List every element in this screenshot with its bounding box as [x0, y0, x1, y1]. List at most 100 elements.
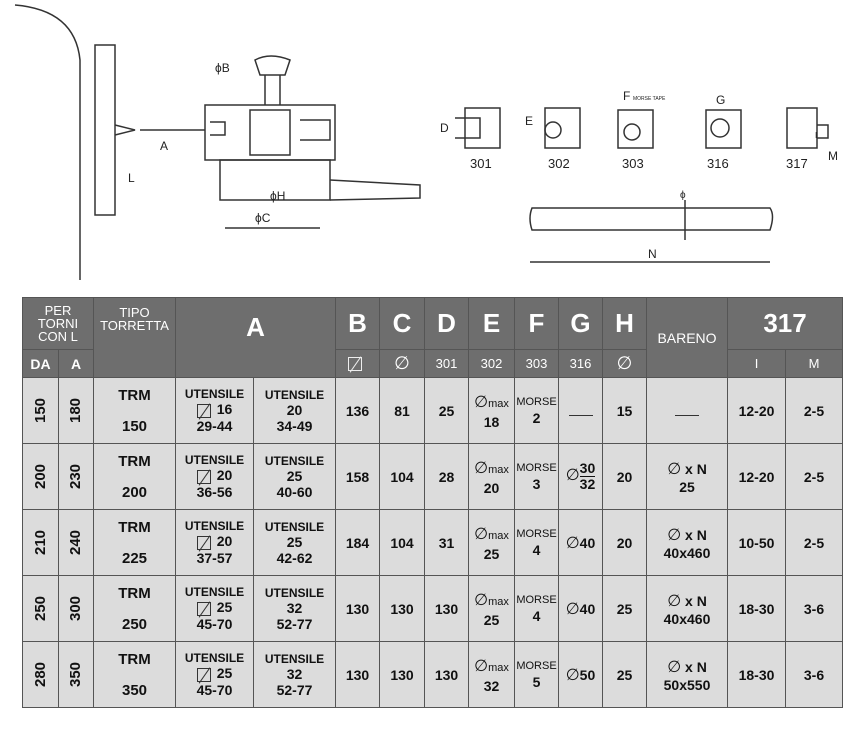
tool-301: 301 [470, 156, 492, 171]
header-i: I [727, 349, 786, 378]
h-value: 25 [602, 641, 647, 708]
b-value: 130 [335, 575, 380, 642]
header-tipo-torretta: TIPO TORRETTA [93, 297, 176, 378]
header-a: A [246, 312, 265, 342]
tool-302: 302 [548, 156, 570, 171]
a1-value: 20 [216, 467, 233, 484]
d-value: 28 [424, 443, 469, 510]
bareno-label: x N [685, 592, 707, 609]
g-cell: 40 [558, 575, 603, 642]
label-h: ϕH [270, 189, 285, 203]
diameter-icon [667, 659, 681, 675]
a2-label: UTENSILE [264, 387, 325, 402]
diameter-icon [474, 662, 488, 674]
bareno-label: x N [685, 460, 707, 477]
header-m: M [784, 349, 844, 378]
i-value: 12-20 [727, 377, 786, 444]
header-bareno: BARENO [646, 297, 728, 378]
bareno-size: 25 [679, 478, 695, 495]
d-value: 130 [424, 641, 469, 708]
d-value: 25 [424, 377, 469, 444]
label-c: ϕC [255, 211, 271, 225]
diameter-icon [566, 467, 580, 483]
label-a: A [160, 139, 168, 153]
tipo-model: TRM [118, 650, 151, 668]
a1-value: 25 [216, 599, 233, 616]
label-d: D [440, 121, 449, 135]
d-value: 130 [424, 575, 469, 642]
a1-label: UTENSILE [184, 519, 245, 534]
i-value: 10-50 [727, 509, 786, 576]
bareno-label: x N [685, 658, 707, 675]
dash [675, 414, 699, 416]
header-c: C [392, 308, 412, 338]
h-value: 15 [602, 377, 647, 444]
f-value: 4 [532, 541, 541, 558]
e-label: max [488, 595, 509, 608]
a2-value: 32 [286, 599, 303, 616]
boring-bar [529, 207, 774, 231]
c-value: 104 [379, 443, 425, 510]
m-value: 2-5 [784, 509, 844, 576]
d-value: 31 [424, 509, 469, 576]
diameter-icon [566, 535, 580, 551]
tool-303: 303 [622, 156, 644, 171]
da-value: 150 [32, 397, 49, 424]
h-value: 20 [602, 509, 647, 576]
a2-value: 20 [286, 401, 303, 418]
a-value: 300 [67, 595, 85, 622]
a1-label: UTENSILE [184, 585, 245, 600]
header-303: 303 [514, 349, 559, 378]
m-value: 2-5 [784, 443, 844, 510]
a2-range: 42-62 [276, 549, 313, 566]
f-label: MORSE [516, 395, 557, 408]
a1-label: UTENSILE [184, 387, 245, 402]
square-diameter-icon [196, 601, 211, 616]
e-value: 25 [483, 545, 500, 562]
i-value: 18-30 [727, 641, 786, 708]
da-value: 250 [32, 595, 49, 622]
diameter-icon [474, 398, 488, 410]
da-value: 210 [32, 529, 49, 556]
label-l: L [128, 171, 135, 185]
tipo-model: TRM [118, 584, 151, 602]
square-diameter-icon [196, 535, 211, 550]
header-a-small: A [58, 349, 94, 378]
label-g: G [716, 93, 725, 107]
diameter-icon [667, 593, 681, 609]
diameter-icon [667, 527, 681, 543]
tipo-model: TRM [118, 452, 151, 470]
label-m: M [828, 149, 838, 163]
turret-spec-table: PER TORNI CON L TIPO TORRETTA A B C D E … [22, 297, 844, 708]
header-d: D [437, 308, 456, 338]
da-value: 200 [32, 463, 49, 490]
label-phi: ϕ [680, 190, 686, 201]
diameter-icon [474, 464, 488, 476]
f-label: MORSE [516, 659, 557, 672]
g-value: 40 [579, 534, 596, 551]
e-value: 20 [483, 479, 500, 496]
e-label: max [488, 529, 509, 542]
g-value: 50 [579, 666, 596, 683]
diameter-icon [617, 357, 633, 372]
h-value: 25 [602, 575, 647, 642]
diameter-icon [566, 601, 580, 617]
header-h: H [615, 308, 634, 338]
g-cell: 40 [558, 509, 603, 576]
g-value: 30 [579, 460, 596, 477]
a2-range: 52-77 [276, 615, 313, 632]
a1-value: 20 [216, 533, 233, 550]
f-value: 2 [532, 409, 541, 426]
header-317: 317 [763, 308, 807, 338]
header-b: B [348, 308, 367, 338]
chuck-plate [94, 44, 116, 216]
a1-label: UTENSILE [184, 651, 245, 666]
header-316: 316 [558, 349, 603, 378]
e-label: max [488, 661, 509, 674]
h-value: 20 [602, 443, 647, 510]
a1-value: 16 [216, 401, 233, 418]
